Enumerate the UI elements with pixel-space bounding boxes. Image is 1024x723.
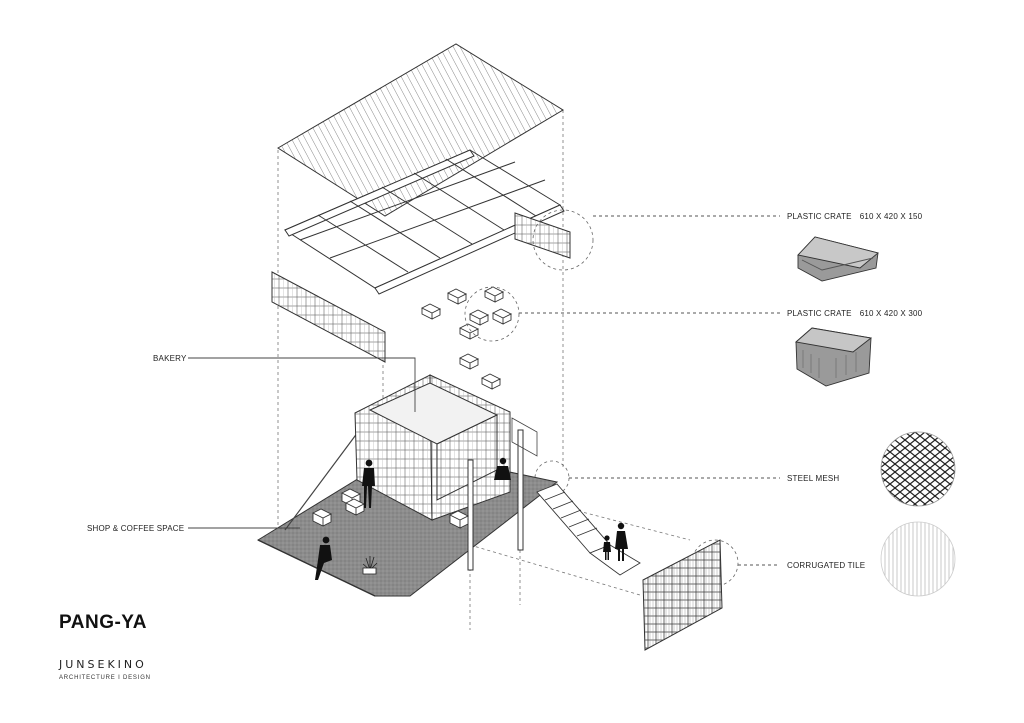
- diagonal-brace: [284, 431, 359, 531]
- material-leaders: [519, 215, 780, 566]
- project-title: PANG-YA: [59, 612, 147, 633]
- material-label-steel-mesh: STEEL MESH: [787, 474, 839, 483]
- bakery-crate-enclosure: [354, 374, 511, 521]
- plant-icon: [362, 556, 378, 575]
- material-dims: 610 x 420 x 150: [859, 212, 923, 221]
- stairs: [536, 483, 641, 576]
- material-label-corrugated-tile: CORRUGATED TILE: [787, 561, 865, 570]
- material-label-crate-150: PLASTIC CRATE 610 x 420 x 150: [787, 212, 922, 221]
- people-silhouettes: [315, 457, 628, 580]
- floating-crates: [420, 286, 513, 390]
- bakery-label: BAKERY: [153, 354, 187, 363]
- material-name: PLASTIC CRATE: [787, 309, 852, 318]
- floor-crates: [311, 488, 470, 529]
- callout-leaders: [188, 357, 416, 529]
- corrugated-tile-swatch: [880, 521, 956, 597]
- crate-wall-upper-left: [271, 271, 386, 363]
- material-name: CORRUGATED TILE: [787, 561, 866, 570]
- corrugated-wall-panel: [642, 539, 723, 651]
- brand-name: JUNSEKINO: [59, 658, 147, 671]
- shop-coffee-label: SHOP & COFFEE SPACE: [87, 524, 185, 533]
- crate-low-swatch: [797, 236, 879, 282]
- mesh-railing: [511, 417, 538, 457]
- crate-tall-swatch: [794, 327, 873, 387]
- material-label-crate-300: PLASTIC CRATE 610 x 420 x 300: [787, 309, 922, 318]
- crate-wall-upper-right: [514, 212, 571, 259]
- crate-callout-circles: [464, 209, 739, 587]
- steel-mesh-swatch: [880, 431, 956, 507]
- brand-subtitle: ARCHITECTURE I DESIGN: [59, 675, 151, 681]
- material-dims: 610 x 420 x 300: [859, 309, 923, 318]
- material-name: PLASTIC CRATE: [787, 212, 852, 221]
- corrugated-roof: [277, 43, 564, 217]
- support-columns: [467, 429, 524, 571]
- material-name: STEEL MESH: [787, 474, 840, 483]
